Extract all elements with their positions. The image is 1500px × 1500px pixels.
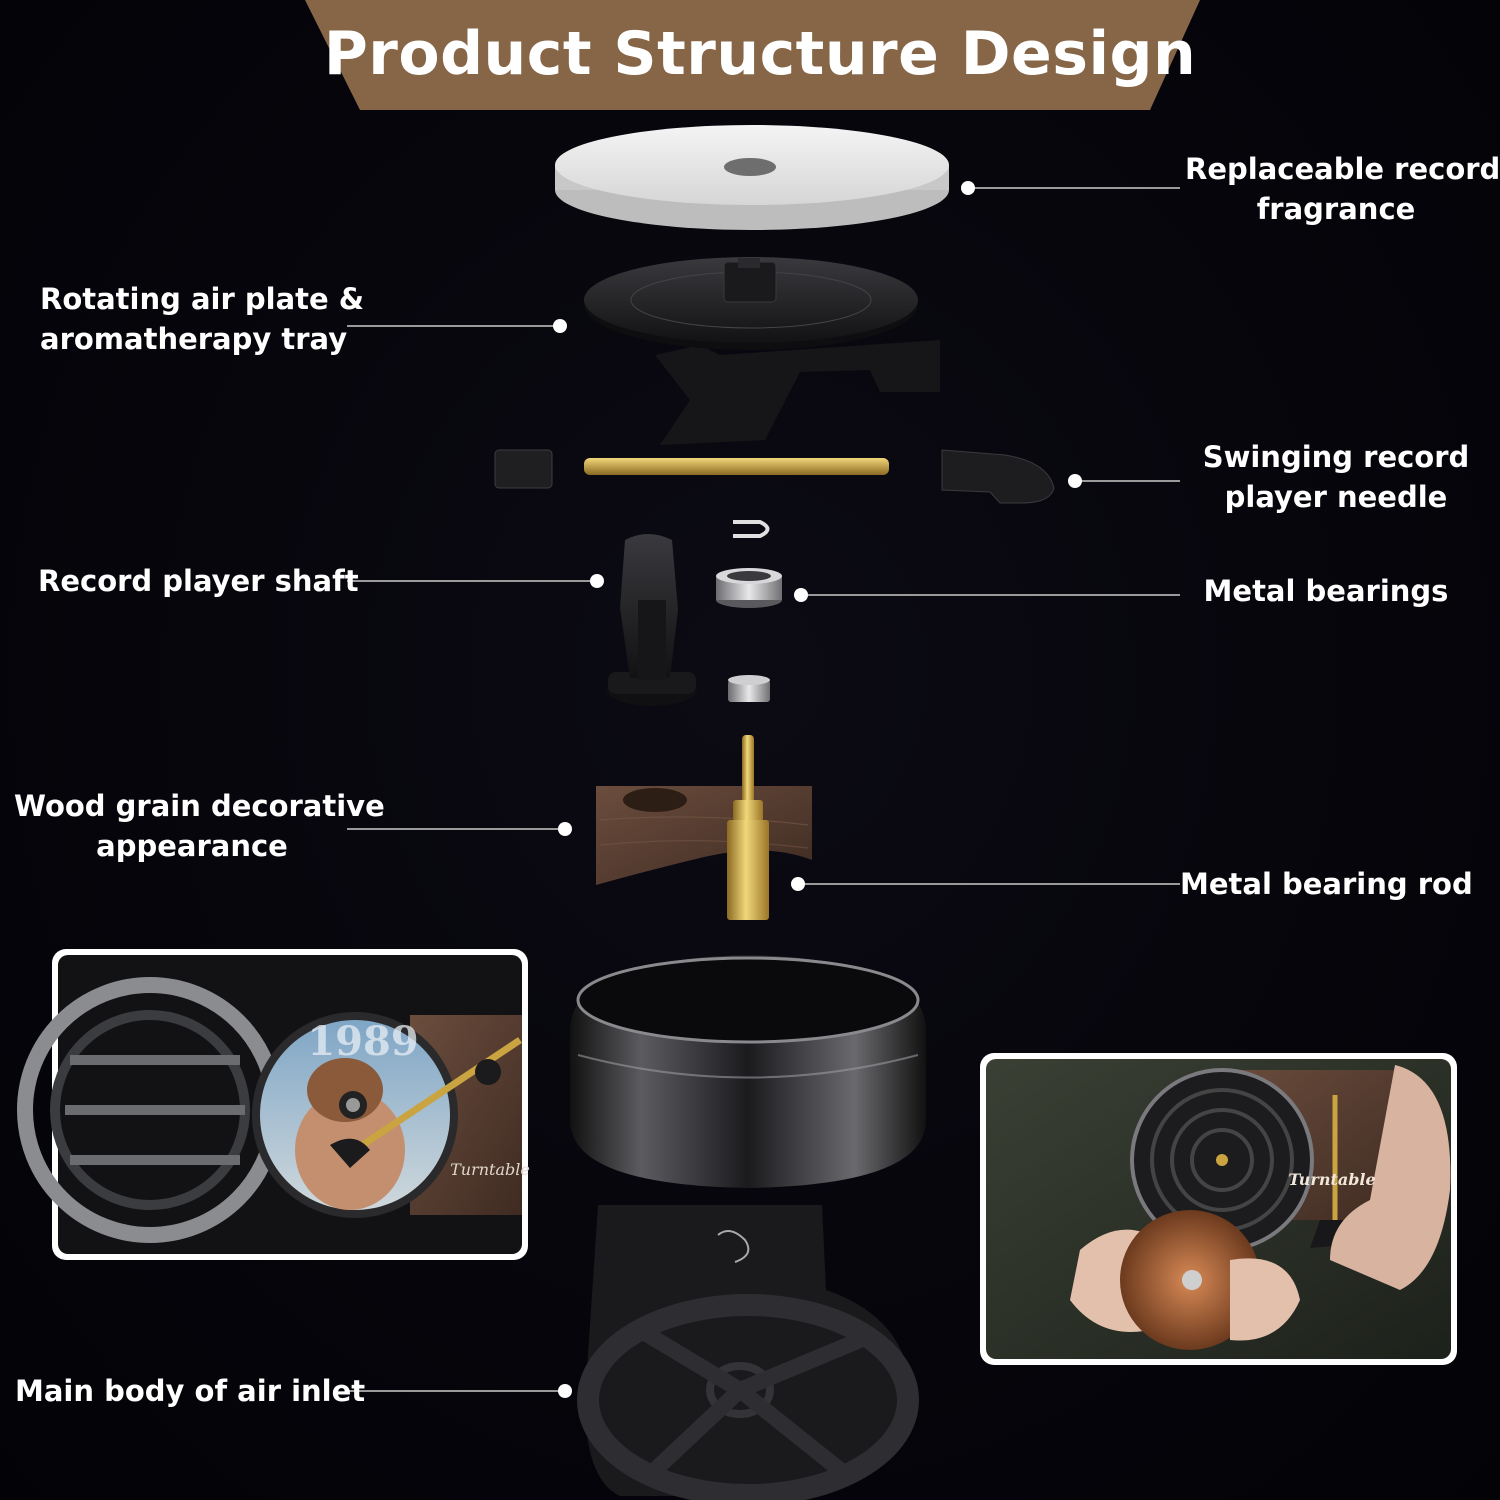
record-player-shaft <box>607 534 697 706</box>
car-vent-photo <box>17 949 528 1260</box>
right-brand-text: Turntable <box>1288 1170 1375 1189</box>
label-metal-bearings: Metal bearings <box>1203 574 1449 608</box>
metal-bearings <box>716 568 782 702</box>
label-record-player-shaft: Record player shaft <box>38 564 359 598</box>
rotating-air-plate <box>584 257 940 445</box>
retaining-clip <box>733 520 770 538</box>
record-change-photo <box>980 1053 1457 1365</box>
outer-ring <box>570 955 926 1188</box>
page-title: Product Structure Design <box>323 19 1197 89</box>
needle-assembly <box>494 449 1055 504</box>
album-title-text: 1989 <box>307 1018 418 1065</box>
air-inlet-body <box>577 1205 919 1500</box>
record-fragrance-disc <box>555 125 949 230</box>
wood-grain-block <box>596 786 812 885</box>
label-rotating-air-plate: Rotating air plate &aromatherapy tray <box>40 282 365 356</box>
label-metal-bearing-rod: Metal bearing rod <box>1180 867 1473 901</box>
leader-lines <box>347 187 1180 1392</box>
left-brand-text: Turntable <box>450 1160 530 1179</box>
label-main-body-air-inlet: Main body of air inlet <box>15 1374 366 1408</box>
metal-bearing-rod <box>727 735 769 920</box>
leader-dots <box>553 181 1082 1398</box>
title-banner <box>305 0 1200 110</box>
